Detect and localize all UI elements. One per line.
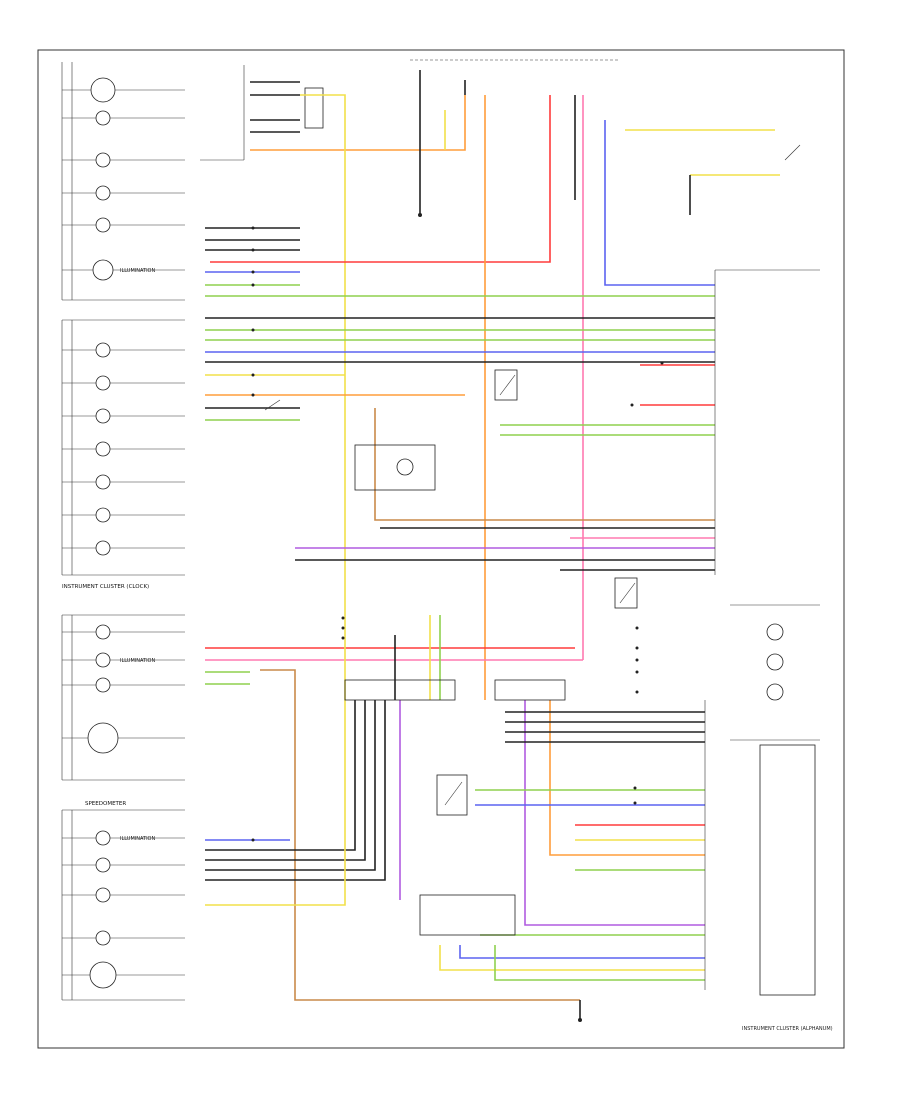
top-connector [200,59,620,161]
illumination-label-3: ILLUMINATION [120,836,155,842]
lower-right-caption: INSTRUMENT CLUSTER (ALPHANUM) [742,1026,833,1032]
wire-bundle-top [210,70,780,700]
illumination-label-1: ILLUMINATION [120,268,155,274]
connector-pins [251,213,664,1022]
illumination-label-2: ILLUMINATION [120,658,155,664]
cluster-left-column [61,62,185,1001]
speedometer-caption: SPEEDOMETER [85,801,126,807]
cluster-caption: INSTRUMENT CLUSTER (CLOCK) [62,584,149,590]
lower-harness [205,615,705,1020]
main-harness [205,227,715,571]
diagram-border [37,49,845,1049]
switch-components [264,369,638,816]
module-boxes [344,144,820,996]
